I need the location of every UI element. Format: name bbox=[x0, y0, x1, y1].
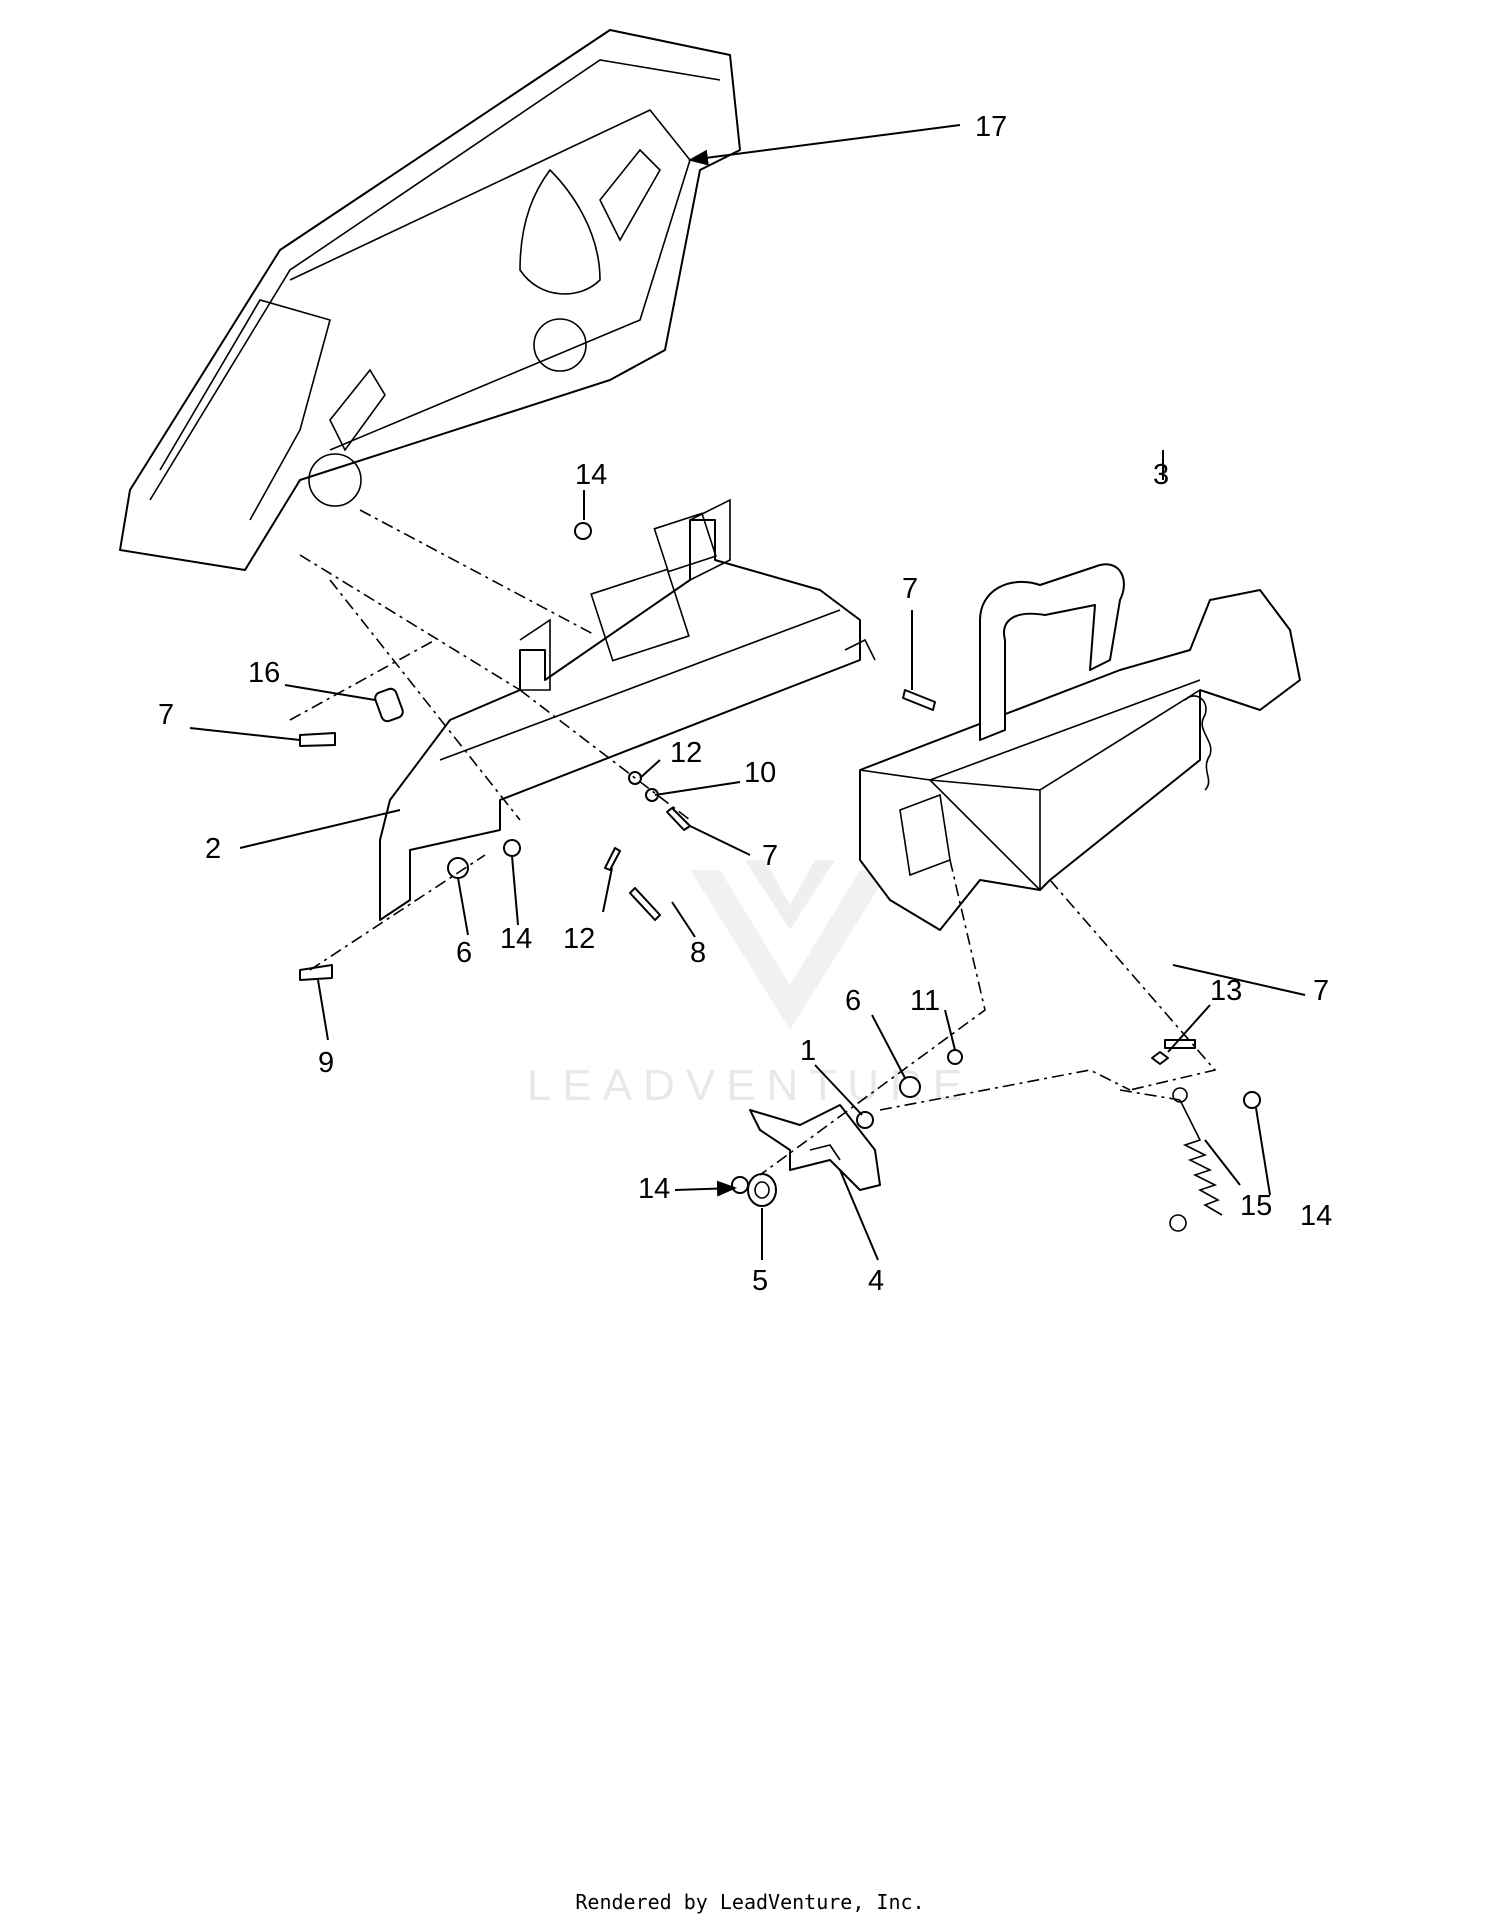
callout-6-right: 6 bbox=[845, 985, 861, 1017]
callout-16: 16 bbox=[248, 657, 280, 689]
seat-housing-part bbox=[119, 29, 741, 571]
callout-14-top: 14 bbox=[575, 459, 607, 491]
callout-12-upper: 12 bbox=[670, 737, 702, 769]
small-hardware bbox=[299, 522, 1261, 1129]
callout-15: 15 bbox=[1240, 1190, 1272, 1222]
callout-labels: 17 14 3 7 16 7 12 10 2 7 6 14 12 8 7 9 1… bbox=[158, 111, 1332, 1297]
callout-14-mid: 14 bbox=[500, 923, 532, 955]
leader-lines bbox=[189, 124, 1306, 1261]
callout-1: 1 bbox=[800, 1035, 816, 1067]
footer-credit: Rendered by LeadVenture, Inc. bbox=[575, 1890, 925, 1914]
callout-14-left: 14 bbox=[638, 1173, 670, 1205]
callout-7-left: 7 bbox=[158, 699, 174, 731]
callout-9: 9 bbox=[318, 1047, 334, 1079]
callout-10: 10 bbox=[744, 757, 776, 789]
latch-hardware bbox=[731, 1173, 777, 1207]
callout-2: 2 bbox=[205, 833, 221, 865]
callout-5: 5 bbox=[752, 1265, 768, 1297]
callout-3: 3 bbox=[1153, 459, 1169, 491]
callout-14-right: 14 bbox=[1300, 1200, 1332, 1232]
spring-part bbox=[1169, 1087, 1223, 1232]
watermark-text: LEADVENTURE bbox=[527, 1061, 973, 1110]
callout-8: 8 bbox=[690, 937, 706, 969]
callout-17: 17 bbox=[975, 111, 1007, 143]
callout-12-lower: 12 bbox=[563, 923, 595, 955]
latch-lever-part bbox=[749, 1104, 881, 1191]
watermark: LEADVENTURE bbox=[527, 860, 973, 1110]
callout-13: 13 bbox=[1210, 975, 1242, 1007]
pan-handle-part bbox=[859, 563, 1301, 931]
callout-7-center: 7 bbox=[762, 840, 778, 872]
callout-4: 4 bbox=[868, 1265, 884, 1297]
callout-7-right: 7 bbox=[1313, 975, 1329, 1007]
callout-11: 11 bbox=[910, 985, 940, 1017]
mounting-bracket-part bbox=[379, 498, 876, 921]
callout-7-upper-right: 7 bbox=[902, 573, 918, 605]
callout-6-left: 6 bbox=[456, 937, 472, 969]
assembly-lines bbox=[289, 509, 1217, 1176]
